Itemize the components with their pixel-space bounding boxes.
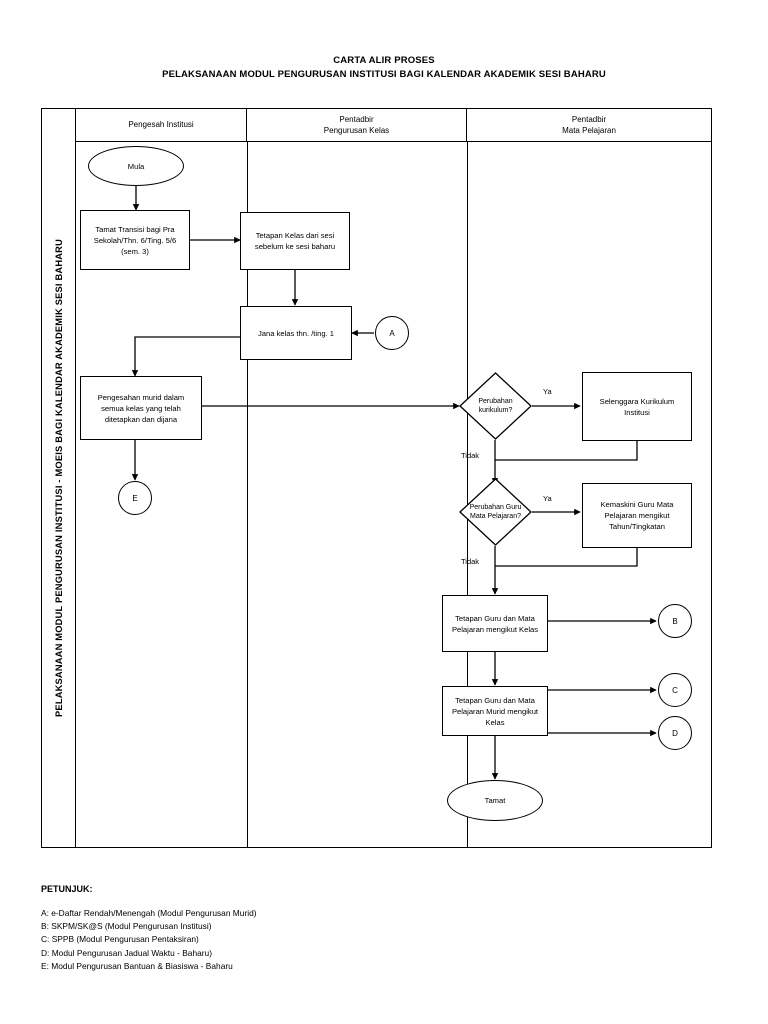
legend-item-e: E: Modul Pengurusan Bantuan & Biasiswa -… — [41, 960, 233, 971]
node-start: Mula — [88, 146, 184, 186]
lane-header-pengurusan-kelas-line1: Pentadbir — [339, 115, 374, 124]
legend-title: PETUNJUK: — [41, 884, 93, 894]
edge-label-kurikulum-ya: Ya — [543, 387, 552, 396]
legend-item-a: A: e-Daftar Rendah/Menengah (Modul Pengu… — [41, 908, 257, 918]
diamond-shape-guru — [459, 478, 532, 546]
lane-header-pengurusan-kelas-line2: Pengurusan Kelas — [323, 125, 390, 135]
page-title: CARTA ALIR PROSES PELAKSANAAN MODUL PENG… — [0, 54, 768, 82]
legend-item-c: C: SPPB (Modul Pengurusan Pentaksiran) — [41, 934, 199, 945]
connector-d: D — [658, 716, 692, 750]
node-tetapan-kelas: Tetapan Kelas dari sesi sebelum ke sesi … — [240, 212, 350, 270]
node-end-label: Tamat — [484, 796, 506, 805]
edge-label-kurikulum-tidak: Tidak — [461, 451, 480, 460]
node-tetapan-guru-kelas-label: Tetapan Guru dan Mata Pelajaran mengikut… — [451, 613, 539, 634]
connector-e-label: E — [132, 493, 138, 503]
node-jana-kelas-label: Jana kelas thn. /ting. 1 — [258, 328, 334, 338]
connector-b-label: B — [672, 616, 678, 626]
node-pengesahan-murid: Pengesahan murid dalam semua kelas yang … — [80, 376, 202, 440]
lane-header-pengesah-institusi-label: Pengesah Institusi — [128, 120, 194, 130]
node-perubahan-guru-label: Perubahan Guru Mata Pelajaran? — [469, 503, 522, 521]
lane-header-row: Pengesah Institusi Pentadbir Pengurusan … — [76, 109, 711, 142]
lane-header-mata-pelajaran-line2: Mata Pelajaran — [562, 125, 616, 135]
title-line-1: CARTA ALIR PROSES — [333, 55, 435, 66]
connector-c: C — [658, 673, 692, 707]
connector-a-label: A — [389, 328, 395, 338]
node-kemaskini-guru: Kemaskini Guru Mata Pelajaran mengikut T… — [582, 483, 692, 548]
node-perubahan-kurikulum: Perubahan kurikulum? — [459, 372, 532, 440]
legend-item-d: D: Modul Pengurusan Jadual Waktu - Bahar… — [41, 947, 212, 958]
lane-header-pengesah-institusi: Pengesah Institusi — [76, 109, 247, 142]
node-kemaskini-guru-label: Kemaskini Guru Mata Pelajaran mengikut T… — [600, 500, 674, 531]
title-line-2: PELAKSANAAN MODUL PENGURUSAN INSTITUSI B… — [162, 69, 606, 80]
node-tetapan-guru-murid: Tetapan Guru dan Mata Pelajaran Murid me… — [442, 686, 548, 736]
node-jana-kelas: Jana kelas thn. /ting. 1 — [240, 306, 352, 360]
edge-label-guru-tidak: Tidak — [461, 557, 480, 566]
legend: PETUNJUK: A: e-Daftar Rendah/Menengah (M… — [41, 884, 541, 973]
vertical-process-label: PELAKSANAAN MODUL PENGURUSAN INSTITUSI -… — [53, 239, 64, 717]
node-selenggara-kurikulum: Selenggara Kurikulum Institusi — [582, 372, 692, 441]
node-perubahan-guru: Perubahan Guru Mata Pelajaran? — [459, 478, 532, 546]
flowchart-frame: PELAKSANAAN MODUL PENGURUSAN INSTITUSI -… — [41, 108, 712, 848]
connector-d-label: D — [672, 728, 678, 738]
node-tamat-transisi-label: Tamat Transisi bagi Pra Sekolah/Thn. 6/T… — [93, 224, 177, 256]
vertical-label-column: PELAKSANAAN MODUL PENGURUSAN INSTITUSI -… — [42, 109, 76, 847]
lane-header-pentadbir-pengurusan-kelas: Pentadbir Pengurusan Kelas — [247, 109, 467, 142]
lane-header-mata-pelajaran-line1: Pentadbir — [571, 115, 607, 124]
lane-divider-2 — [467, 142, 468, 847]
node-end: Tamat — [447, 780, 543, 821]
node-tetapan-guru-murid-label: Tetapan Guru dan Mata Pelajaran Murid me… — [451, 695, 539, 727]
edge-label-guru-ya: Ya — [543, 494, 552, 503]
legend-item-b: B: SKPM/SK@S (Modul Pengurusan Institusi… — [41, 921, 212, 932]
connector-b: B — [658, 604, 692, 638]
node-pengesahan-murid-label: Pengesahan murid dalam semua kelas yang … — [97, 392, 185, 424]
node-perubahan-kurikulum-label: Perubahan kurikulum? — [478, 397, 513, 415]
connector-a: A — [375, 316, 409, 350]
node-tamat-transisi: Tamat Transisi bagi Pra Sekolah/Thn. 6/T… — [80, 210, 190, 270]
lane-header-pentadbir-mata-pelajaran: Pentadbir Mata Pelajaran — [467, 109, 711, 142]
connector-e: E — [118, 481, 152, 515]
lane-divider-1 — [247, 142, 248, 847]
node-start-label: Mula — [127, 161, 145, 171]
node-selenggara-kurikulum-label: Selenggara Kurikulum Institusi — [599, 396, 675, 417]
node-tetapan-kelas-label: Tetapan Kelas dari sesi sebelum ke sesi … — [254, 231, 336, 251]
node-tetapan-guru-kelas: Tetapan Guru dan Mata Pelajaran mengikut… — [442, 595, 548, 652]
connector-c-label: C — [672, 685, 678, 695]
diamond-shape-kurikulum — [459, 372, 532, 440]
